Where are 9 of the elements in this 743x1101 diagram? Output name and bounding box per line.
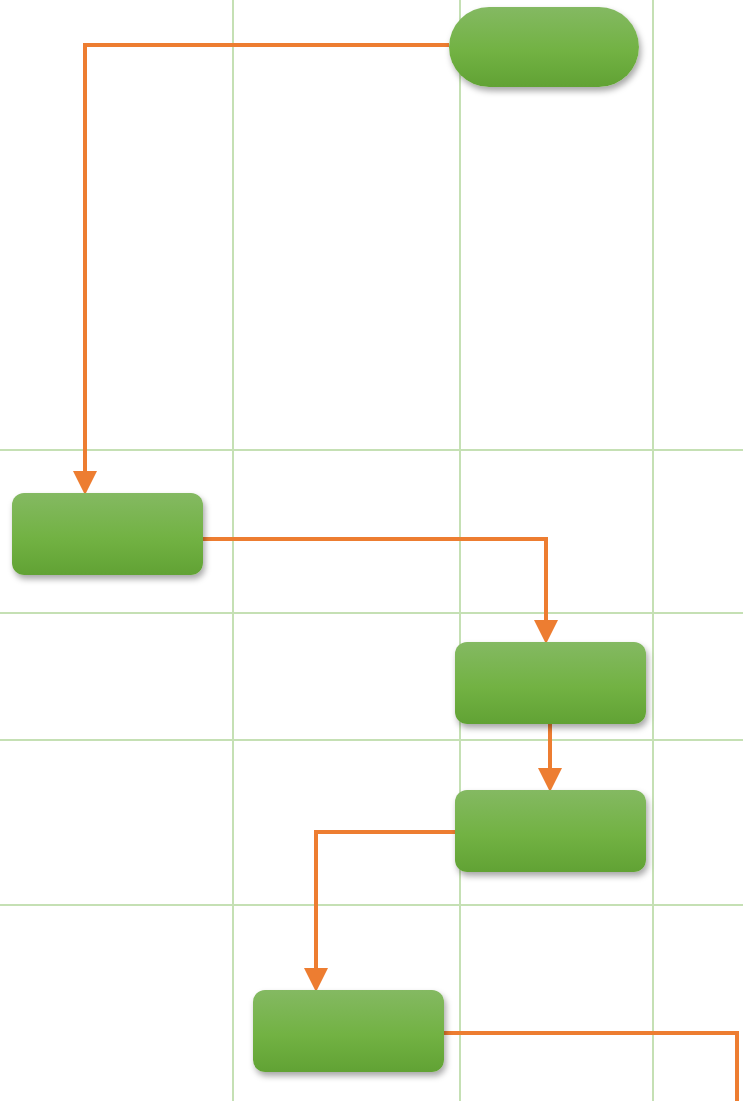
arrow bbox=[73, 43, 449, 495]
process-box bbox=[253, 990, 444, 1072]
process-box bbox=[12, 493, 203, 575]
arrow bbox=[538, 724, 562, 792]
start-terminal bbox=[449, 7, 639, 87]
process-box bbox=[455, 790, 646, 872]
process-box bbox=[455, 642, 646, 724]
arrow bbox=[203, 537, 558, 644]
arrow bbox=[304, 830, 455, 992]
